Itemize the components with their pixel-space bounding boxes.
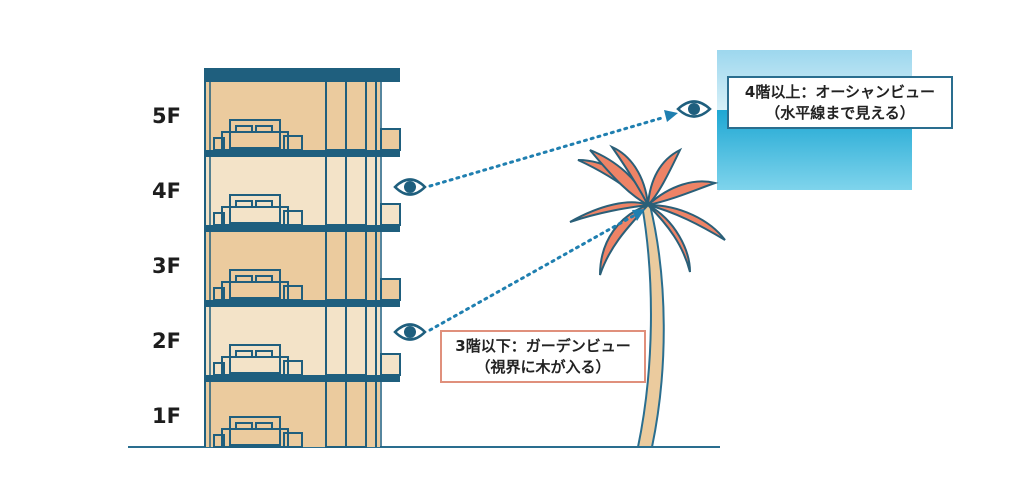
ocean-view-label: 4階以上：オーシャンビュー （水平線まで見える） xyxy=(727,76,953,129)
eye-icon xyxy=(676,100,712,118)
floor-label-5f: 5F xyxy=(152,104,181,128)
palm-trunk xyxy=(636,204,665,448)
garden-view-title: 3階以下：ガーデンビュー xyxy=(455,337,631,355)
ocean-view-note: （水平線まで見える） xyxy=(765,104,915,122)
ocean-view-title: 4階以上：オーシャンビュー xyxy=(744,83,936,101)
ocean-sight-line xyxy=(428,115,667,188)
floor-label-3f: 3F xyxy=(152,254,181,278)
floor-label-4f: 4F xyxy=(152,179,181,203)
garden-sight-line xyxy=(428,213,637,332)
eye-icon xyxy=(393,178,427,196)
floor-label-2f: 2F xyxy=(152,329,181,353)
garden-view-label: 3階以下：ガーデンビュー （視界に木が入る） xyxy=(440,330,646,383)
garden-view-note: （視界に木が入る） xyxy=(475,358,611,376)
palm-tree-icon xyxy=(569,144,726,276)
floor-label-1f: 1F xyxy=(152,404,181,428)
building-icon xyxy=(204,68,401,448)
eye-icon xyxy=(393,323,427,341)
